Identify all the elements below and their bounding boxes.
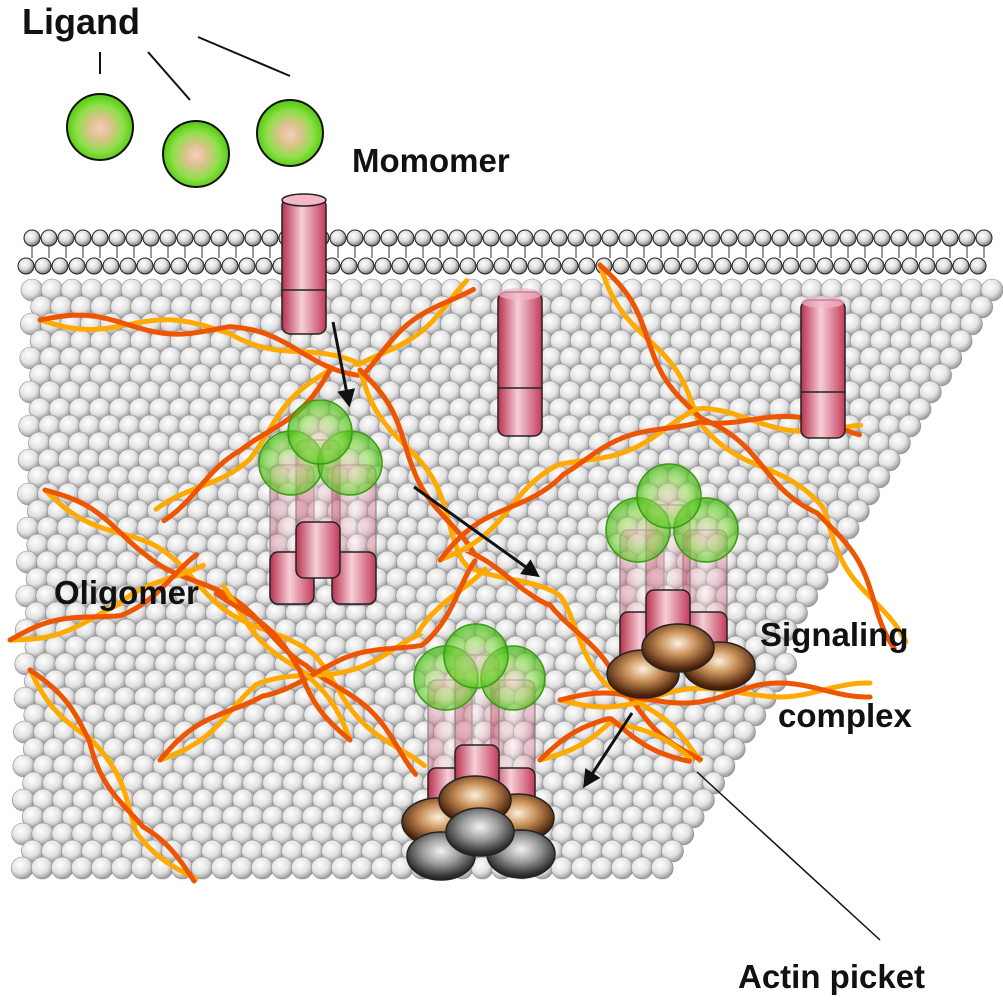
arrow bbox=[413, 485, 540, 578]
receptor-icon bbox=[281, 197, 327, 335]
receptor-monomer-3 bbox=[800, 296, 846, 439]
oligomer-signaling-bottom bbox=[401, 623, 556, 881]
arrows bbox=[331, 321, 634, 789]
arrow bbox=[583, 712, 634, 789]
free-ligands bbox=[66, 93, 324, 188]
ligand-icon bbox=[162, 120, 230, 188]
actin-filaments bbox=[7, 262, 909, 884]
ligand-icon bbox=[443, 623, 509, 689]
ligand-pointer-lines bbox=[99, 36, 291, 101]
ligand-icon bbox=[287, 399, 353, 465]
oligomer-cluster bbox=[258, 399, 383, 606]
receptor-icon bbox=[800, 299, 846, 439]
ligand-icon bbox=[66, 93, 134, 161]
oligomer-signaling-right bbox=[605, 463, 756, 699]
lipid-bilayer bbox=[17, 229, 993, 275]
label-signaling: Signaling bbox=[760, 616, 909, 653]
label-complex: complex bbox=[778, 697, 913, 734]
signaling-protein-icon bbox=[641, 623, 715, 673]
actin-pointer-line bbox=[696, 771, 881, 941]
receptor-monomer bbox=[281, 193, 327, 335]
ligand-icon bbox=[636, 463, 702, 529]
arrow bbox=[331, 321, 356, 408]
receptor-icon bbox=[497, 291, 543, 437]
signaling-protein-icon bbox=[445, 807, 515, 857]
label-oligomer: Oligomer bbox=[54, 574, 199, 611]
ligand-icon bbox=[256, 99, 324, 167]
receptor-monomer-2 bbox=[497, 288, 543, 437]
label-ligand: Ligand bbox=[22, 1, 140, 42]
label-monomer: Momomer bbox=[352, 142, 510, 179]
label-actin-picket: Actin picket bbox=[738, 958, 925, 995]
